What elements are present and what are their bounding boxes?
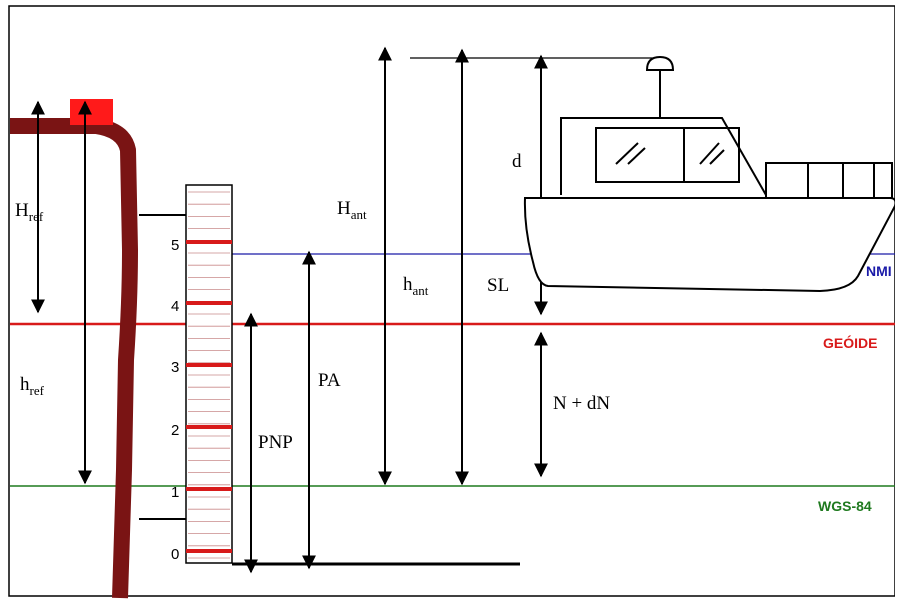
- staff-number-5: 5: [171, 237, 179, 254]
- staff-number-3: 3: [171, 359, 179, 376]
- staff-number-1: 1: [171, 484, 179, 501]
- staff-number-4: 4: [171, 298, 179, 315]
- d-label: d: [512, 151, 522, 172]
- tide-staff: [139, 184, 520, 566]
- SL-label: SL: [487, 275, 509, 296]
- wgs84-label: WGS-84: [818, 498, 872, 514]
- figure-frame: [8, 5, 896, 597]
- H-ref-label: Href: [15, 200, 44, 224]
- quay-wall: [10, 118, 138, 599]
- h-ant-label: hant: [403, 274, 429, 298]
- h-ref-label: href: [20, 374, 45, 398]
- H-ant-label: Hant: [337, 198, 367, 222]
- staff-number-2: 2: [171, 422, 179, 439]
- N-dN-label: N + dN: [553, 393, 610, 414]
- geoide-label: GEÓIDE: [823, 334, 877, 351]
- right-edge-mask: [895, 0, 897, 601]
- PNP-label: PNP: [258, 432, 293, 453]
- PA-label: PA: [318, 370, 341, 391]
- staff-number-0: 0: [171, 546, 179, 563]
- gps-antenna-icon: [645, 55, 675, 118]
- boat-icon: [523, 117, 897, 293]
- nmi-label: NMI: [866, 263, 892, 279]
- benchmark-marker-icon: [70, 99, 113, 125]
